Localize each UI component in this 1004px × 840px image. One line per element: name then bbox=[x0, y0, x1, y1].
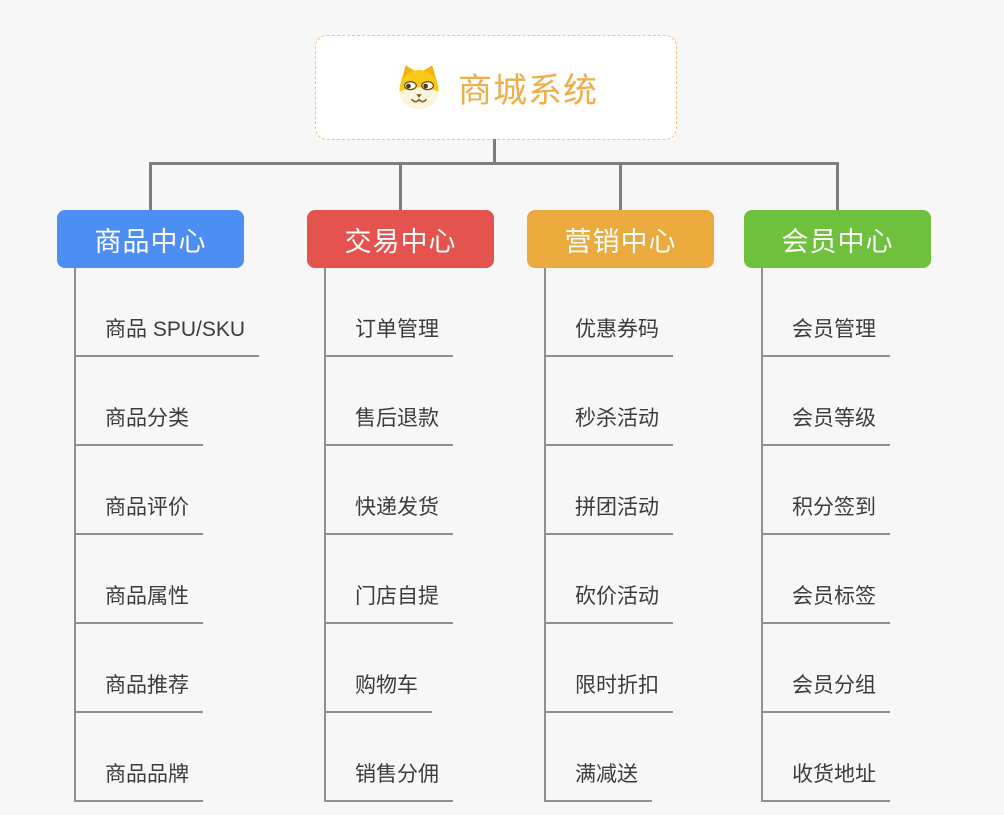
child-node[interactable]: 收货地址 bbox=[761, 762, 890, 802]
child-node[interactable]: 商品评价 bbox=[74, 495, 203, 535]
child-node[interactable]: 商品 SPU/SKU bbox=[74, 317, 260, 357]
child-node[interactable]: 订单管理 bbox=[324, 317, 453, 357]
child-node[interactable]: 购物车 bbox=[324, 673, 432, 713]
child-node[interactable]: 会员分组 bbox=[761, 673, 890, 713]
child-node[interactable]: 会员等级 bbox=[761, 406, 890, 446]
branch-spine bbox=[74, 268, 76, 802]
connector-drop-1 bbox=[149, 162, 152, 210]
child-node[interactable]: 售后退款 bbox=[324, 406, 453, 446]
connector-root-stem bbox=[493, 139, 496, 165]
child-node[interactable]: 会员标签 bbox=[761, 584, 890, 624]
child-node[interactable]: 商品推荐 bbox=[74, 673, 203, 713]
child-node[interactable]: 商品属性 bbox=[74, 584, 203, 624]
child-node[interactable]: 商品品牌 bbox=[74, 762, 203, 802]
branch-trade-center: 交易中心订单管理售后退款快递发货门店自提购物车销售分佣 bbox=[307, 210, 567, 840]
child-node[interactable]: 商品分类 bbox=[74, 406, 203, 446]
child-node[interactable]: 门店自提 bbox=[324, 584, 453, 624]
child-node[interactable]: 积分签到 bbox=[761, 495, 890, 535]
branch-node-trade-center[interactable]: 交易中心 bbox=[307, 210, 494, 268]
child-node[interactable]: 快递发货 bbox=[324, 495, 453, 535]
connector-drop-3 bbox=[619, 162, 622, 210]
child-node[interactable]: 限时折扣 bbox=[544, 673, 673, 713]
child-node[interactable]: 砍价活动 bbox=[544, 584, 673, 624]
root-node[interactable]: 商城系统 bbox=[315, 35, 677, 140]
connector-horizontal bbox=[149, 162, 839, 165]
branch-node-product-center[interactable]: 商品中心 bbox=[57, 210, 244, 268]
branch-spine bbox=[544, 268, 546, 802]
branch-spine bbox=[761, 268, 763, 802]
child-node[interactable]: 秒杀活动 bbox=[544, 406, 673, 446]
child-node[interactable]: 销售分佣 bbox=[324, 762, 453, 802]
branch-node-member-center[interactable]: 会员中心 bbox=[744, 210, 931, 268]
dog-face-icon bbox=[394, 63, 444, 113]
child-node[interactable]: 满减送 bbox=[544, 762, 652, 802]
root-title: 商城系统 bbox=[458, 72, 598, 110]
canvas-footer bbox=[0, 815, 1004, 840]
child-node[interactable]: 拼团活动 bbox=[544, 495, 673, 535]
connector-drop-2 bbox=[399, 162, 402, 210]
child-node[interactable]: 优惠券码 bbox=[544, 317, 673, 357]
branch-node-marketing-center[interactable]: 营销中心 bbox=[527, 210, 714, 268]
branch-spine bbox=[324, 268, 326, 802]
branch-member-center: 会员中心会员管理会员等级积分签到会员标签会员分组收货地址 bbox=[744, 210, 1004, 840]
connector-drop-4 bbox=[836, 162, 839, 210]
branch-marketing-center: 营销中心优惠券码秒杀活动拼团活动砍价活动限时折扣满减送 bbox=[527, 210, 787, 840]
child-node[interactable]: 会员管理 bbox=[761, 317, 890, 357]
branch-product-center: 商品中心商品 SPU/SKU 商品分类商品评价商品属性商品推荐商品品牌 bbox=[57, 210, 317, 840]
